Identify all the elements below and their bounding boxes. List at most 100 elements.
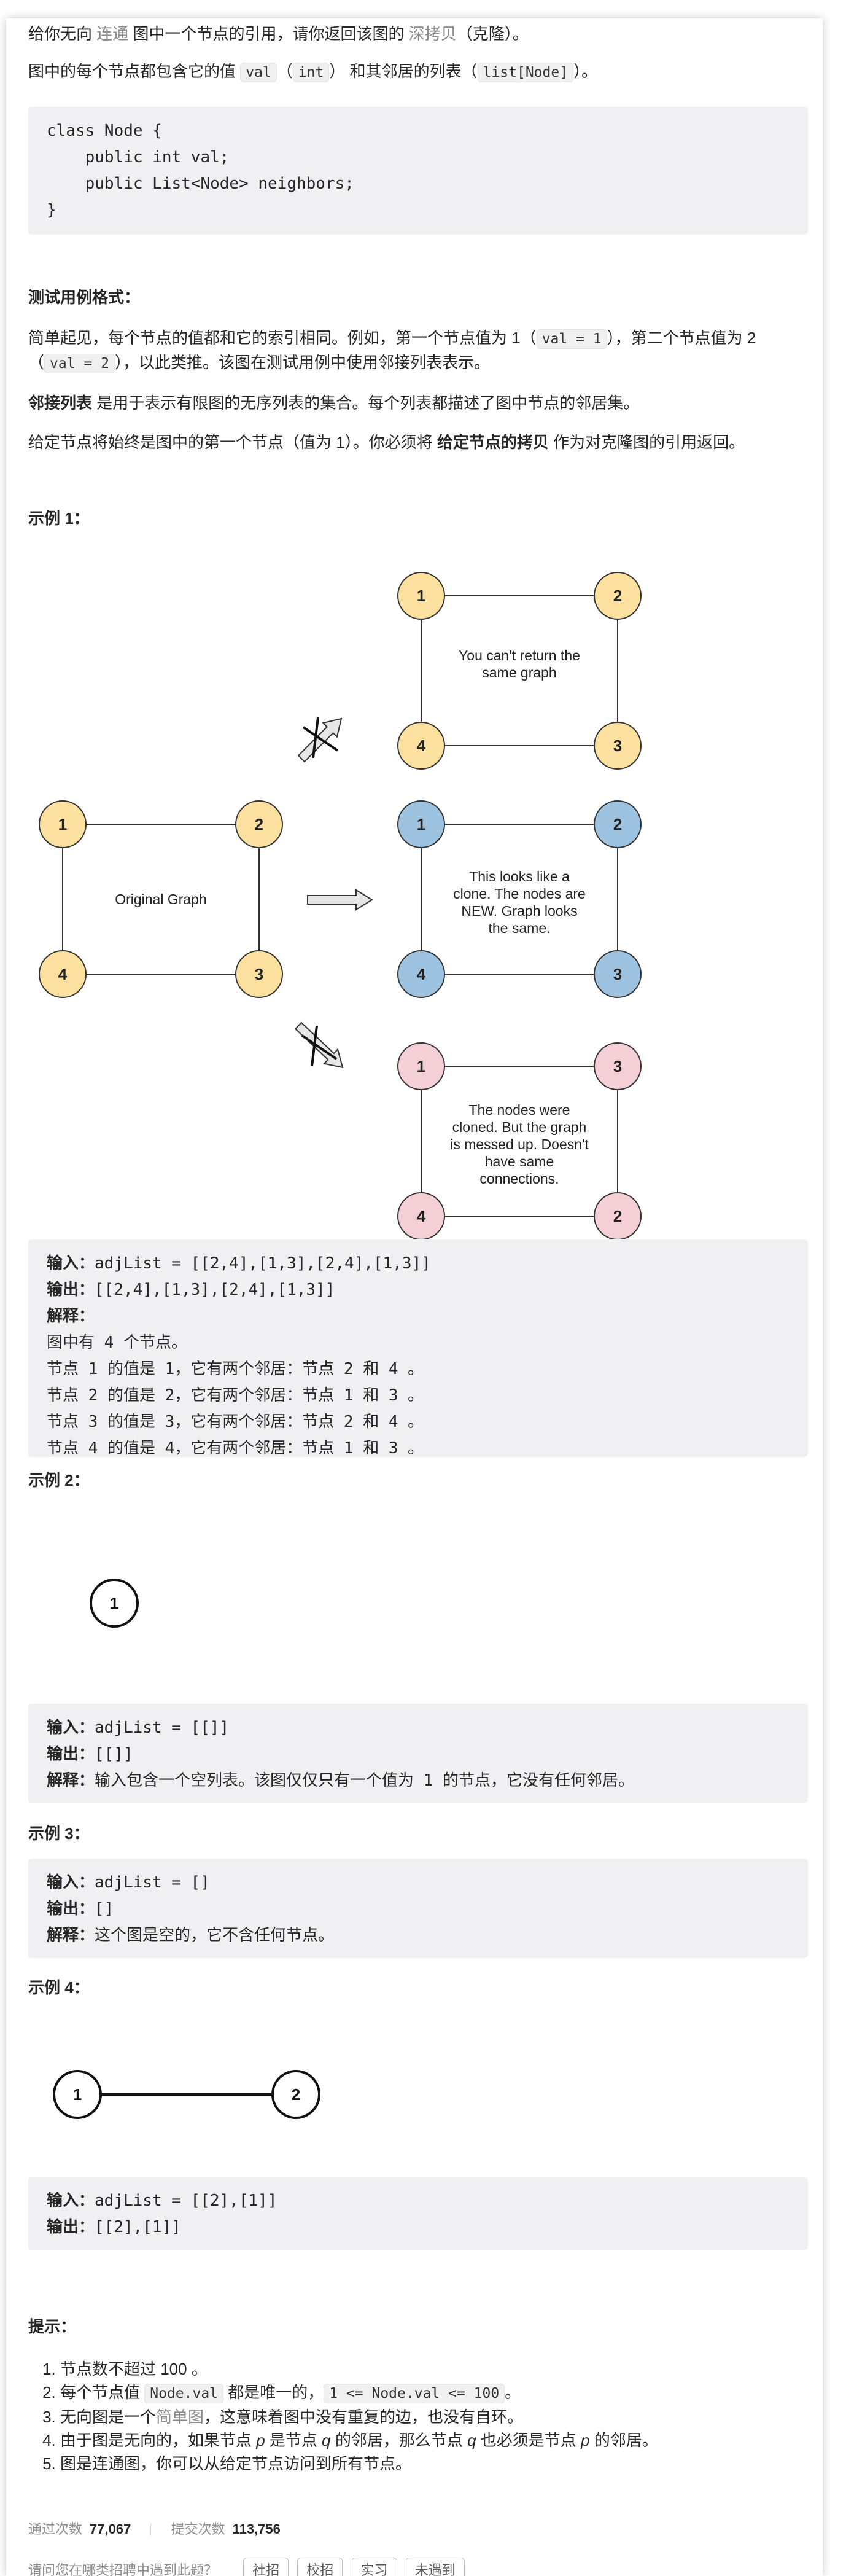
- intro-text: ） 和其邻居的列表（: [329, 62, 478, 80]
- graph-note: same graph: [482, 665, 556, 681]
- example-4-heading: 示例 4：: [28, 1978, 90, 1997]
- node-label: 3: [613, 965, 622, 983]
- explain-label: 解释：: [47, 1926, 95, 1945]
- graph-node: [271, 2070, 320, 2119]
- inline-code: 1 <= Node.val <= 100: [324, 2384, 505, 2403]
- node-label: 2: [292, 2085, 300, 2104]
- output-label: 输出：: [47, 2218, 95, 2236]
- cross-mark: [312, 717, 319, 759]
- example-1-input: 输入：adjList = [[2,4],[1,3],[2,4],[1,3]]: [47, 1251, 790, 1277]
- example-1-explain: 解释：: [47, 1303, 790, 1330]
- example-2-code-block: 输入：adjList = [[]] 输出：[[]] 解释：输入包含一个空列表。该…: [28, 1704, 808, 1803]
- node-label: 4: [417, 736, 426, 755]
- node-label: 3: [613, 1057, 622, 1075]
- inline-code: int: [292, 63, 330, 82]
- example-2-diagram: 1: [90, 1579, 139, 1628]
- output-value: [[2],[1]]: [95, 2218, 181, 2236]
- explain-label: 解释：: [47, 1307, 95, 1325]
- test-format-heading: 测试用例格式：: [28, 288, 141, 306]
- hint-item: 无向图是一个简单图，这意味着图中没有重复的边，也没有自环。: [60, 2405, 808, 2429]
- graph-edges: [421, 1066, 618, 1217]
- node-label: 2: [613, 815, 622, 833]
- hint-item: 每个节点值 Node.val 都是唯一的，1 <= Node.val <= 10…: [60, 2381, 808, 2405]
- text: 都是唯一的，: [223, 2383, 324, 2402]
- submitted-label: 提交次数: [171, 2521, 225, 2537]
- graph-note: Original Graph: [115, 891, 207, 907]
- hint-item: 由于图是无向的，如果节点 p 是节点 q 的邻居，那么节点 q 也必须是节点 p…: [60, 2429, 808, 2452]
- explain-line: 节点 1 的值是 1，它有两个邻居：节点 2 和 4 。: [47, 1360, 424, 1378]
- intro-text: （克隆）。: [456, 25, 529, 43]
- text: 简单起见，每个节点的值都和它的索引相同。例如，第一个节点值为 1（: [28, 329, 537, 347]
- hint-item: 节点数不超过 100 。: [60, 2357, 808, 2381]
- graph-node: [397, 722, 445, 770]
- text: 每个节点值: [60, 2383, 145, 2402]
- italic-var: p: [256, 2431, 265, 2449]
- text: 节点数不超过 100 。: [60, 2360, 208, 2378]
- output-label: 输出：: [47, 1900, 95, 1918]
- intro-line-2: 图中的每个节点都包含它的值 val（int） 和其邻居的列表（list[Node…: [28, 59, 597, 85]
- input-label: 输入：: [47, 2192, 95, 2210]
- deep-copy-link[interactable]: 深拷贝: [408, 25, 457, 43]
- graph-node: [397, 800, 445, 848]
- class-code: class Node { public int val; public List…: [47, 122, 354, 219]
- output-value: [[]]: [95, 1745, 133, 1763]
- interview-survey: 请问您在哪类招聘中遇到此题？ 社招 校招 实习 未遇到: [28, 2558, 470, 2576]
- survey-option-button[interactable]: 实习: [351, 2558, 397, 2576]
- node-label: 4: [417, 965, 426, 983]
- node-label: 1: [417, 815, 425, 833]
- text: 是用于表示有限图的无序列表的集合。每个列表都描述了图中节点的邻居集。: [92, 394, 640, 412]
- passed-value: 77,067: [90, 2521, 131, 2537]
- test-format-p2: 邻接列表 是用于表示有限图的无序列表的集合。每个列表都描述了图中节点的邻居集。: [28, 391, 639, 415]
- arrow-shape: [297, 717, 343, 763]
- node-label: 1: [58, 815, 67, 833]
- output-value: []: [95, 1900, 114, 1918]
- example-4-diagram: 1 2: [53, 2070, 320, 2119]
- text: 的邻居，那么节点: [330, 2431, 468, 2449]
- text: 无向图是一个: [60, 2408, 157, 2426]
- graph-node: [397, 572, 445, 620]
- example-2-heading: 示例 2：: [28, 1471, 90, 1489]
- text: 是节点: [265, 2431, 322, 2449]
- inline-code: val = 2: [44, 354, 115, 373]
- survey-option-button[interactable]: 校招: [297, 2558, 343, 2576]
- cross-mark: [311, 1025, 318, 1067]
- cross-mark: [301, 1034, 338, 1060]
- survey-option-button[interactable]: 未遇到: [405, 2558, 465, 2576]
- inline-code: list[Node]: [477, 63, 574, 82]
- input-value: adjList = [[2],[1]]: [95, 2192, 277, 2210]
- simple-graph-link[interactable]: 简单图: [156, 2408, 204, 2426]
- bold-text: 给定节点的拷贝: [437, 433, 549, 451]
- example-1-heading: 示例 1：: [28, 509, 90, 528]
- explain-text: 这个图是空的，它不含任何节点。: [95, 1926, 335, 1945]
- text: 也必须是节点: [476, 2431, 581, 2449]
- cross-mark: [302, 726, 339, 752]
- graph-node: [594, 1042, 642, 1090]
- test-format-p1-line1: 简单起见，每个节点的值都和它的索引相同。例如，第一个节点值为 1（val = 1…: [28, 326, 756, 351]
- explain-line: 图中有 4 个节点。: [47, 1333, 187, 1352]
- explain-line: 节点 2 的值是 2，它有两个邻居：节点 1 和 3 。: [47, 1386, 424, 1405]
- graph-node: [90, 1579, 139, 1628]
- text: 图是连通图，你可以从给定节点访问到所有节点。: [60, 2454, 412, 2473]
- italic-var: q: [467, 2431, 476, 2449]
- graph-edges: [421, 595, 618, 746]
- graph-note: connections.: [479, 1171, 559, 1187]
- problem-page: 给你无向 连通 图中一个节点的引用，请你返回该图的 深拷贝（克隆）。 图中的每个…: [6, 18, 823, 2576]
- connected-link[interactable]: 连通: [96, 25, 129, 43]
- inline-code: val = 1: [536, 329, 607, 349]
- text: ），以此类推。该图在测试用例中使用邻接列表表示。: [114, 353, 490, 372]
- intro-text: 给你无向: [28, 25, 97, 43]
- example-4-code-block: 输入：adjList = [[2],[1]] 输出：[[2],[1]]: [28, 2177, 808, 2250]
- graph-node: [594, 722, 642, 770]
- test-format-p1-line2: （val = 2），以此类推。该图在测试用例中使用邻接列表表示。: [28, 350, 490, 376]
- survey-option-button[interactable]: 社招: [243, 2558, 289, 2576]
- italic-var: p: [581, 2431, 590, 2449]
- node-label: 4: [417, 1207, 426, 1225]
- wrong-arrow-up: [297, 717, 343, 763]
- text: ），第二个节点值为 2: [607, 329, 756, 347]
- explain-line: 节点 4 的值是 4，它有两个邻居：节点 1 和 3 。: [47, 1439, 424, 1458]
- node-label: 4: [58, 965, 68, 983]
- hints-heading: 提示：: [28, 2317, 77, 2336]
- node-label: 1: [73, 2085, 82, 2104]
